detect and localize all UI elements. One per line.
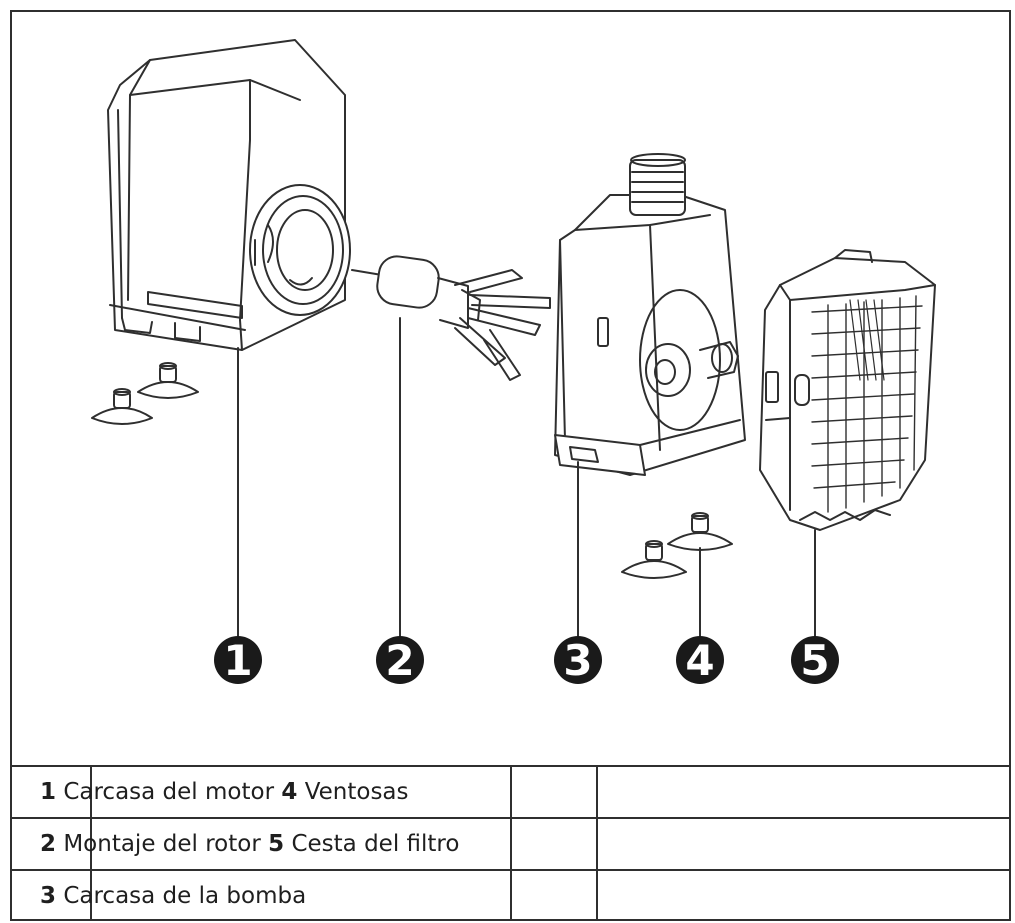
marker-4: 4 bbox=[676, 636, 724, 685]
table-column-divider bbox=[90, 765, 92, 921]
pump-housing-drawing bbox=[554, 153, 746, 476]
marker-3: 3 bbox=[554, 636, 602, 685]
marker-1-label: 1 bbox=[223, 636, 252, 685]
motor-housing-drawing bbox=[107, 39, 351, 351]
legend-row-1: 1 Carcasa del motor 4 Ventosas bbox=[40, 768, 409, 816]
legend-text: Carcasa del motor bbox=[63, 779, 275, 805]
legend-number: 2 bbox=[40, 831, 57, 857]
legend-number: 1 bbox=[40, 779, 57, 805]
legend-text: Ventosas bbox=[304, 779, 409, 805]
marker-5: 5 bbox=[791, 636, 839, 685]
exploded-pump-diagram: 1 2 3 4 5 bbox=[91, 39, 936, 685]
legend-number: 4 bbox=[281, 779, 298, 805]
suction-cup-right-b bbox=[621, 540, 687, 579]
leader-lines bbox=[237, 317, 816, 639]
rotor-assembly-drawing bbox=[351, 255, 551, 381]
filter-basket-drawing bbox=[759, 249, 936, 531]
legend-number: 3 bbox=[40, 883, 57, 909]
marker-4-label: 4 bbox=[685, 636, 714, 685]
legend-text: Montaje del rotor bbox=[63, 831, 261, 857]
legend-row-2: 2 Montaje del rotor 5 Cesta del filtro bbox=[40, 820, 459, 868]
marker-2: 2 bbox=[376, 636, 424, 685]
table-column-divider bbox=[510, 765, 512, 921]
marker-3-label: 3 bbox=[563, 636, 592, 685]
marker-5-label: 5 bbox=[800, 636, 829, 685]
legend-row-3: 3 Carcasa de la bomba bbox=[40, 872, 306, 920]
suction-cup-left-b bbox=[91, 388, 153, 425]
marker-1: 1 bbox=[214, 636, 262, 685]
suction-cup-right-a bbox=[667, 512, 733, 551]
marker-2-label: 2 bbox=[385, 636, 414, 685]
legend-text: Cesta del filtro bbox=[291, 831, 460, 857]
suction-cup-left-a bbox=[137, 362, 199, 399]
legend-number: 5 bbox=[268, 831, 285, 857]
legend-text: Carcasa de la bomba bbox=[63, 883, 307, 909]
table-column-divider bbox=[596, 765, 598, 921]
